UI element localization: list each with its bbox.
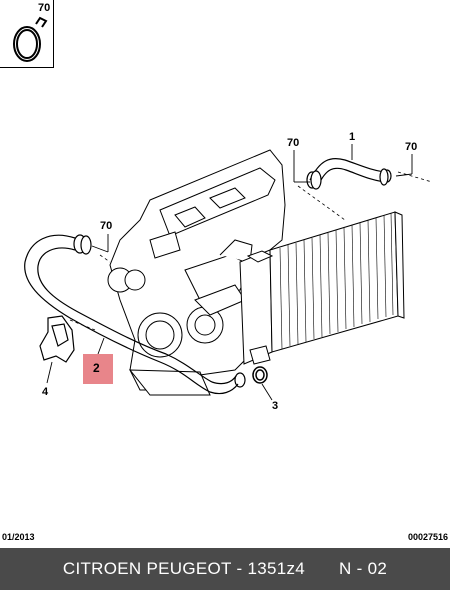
- footer-page: N - 02: [339, 559, 388, 578]
- hose-bracket: [39, 315, 75, 363]
- callout-70-upper-right: 70: [405, 141, 418, 153]
- inset-label: 70: [38, 2, 51, 14]
- callout-1: 1: [349, 131, 356, 143]
- callout-2: 2: [93, 361, 100, 375]
- engine-block: [107, 149, 286, 396]
- lower-hose: [24, 234, 246, 395]
- upper-hose: [306, 158, 392, 189]
- radiator: [239, 211, 405, 365]
- leader-lines: [46, 144, 413, 401]
- footer-bar: CITROEN PEUGEOT - 1351z4 N - 02: [0, 548, 450, 590]
- seal-ring: [252, 366, 268, 384]
- hose-clamps: [80, 168, 389, 255]
- catalog-date: 01/2013: [2, 532, 35, 542]
- hose-clamp-icon: [13, 16, 48, 62]
- callout-70-left: 70: [100, 220, 113, 232]
- catalog-ref: 00027516: [407, 532, 448, 542]
- callout-3: 3: [272, 400, 279, 412]
- footer-title: CITROEN PEUGEOT - 1351z4: [62, 559, 306, 578]
- radiator-fins: [279, 212, 394, 350]
- inset-frame: [0, 0, 54, 68]
- highlighted-part-marker: [83, 354, 113, 384]
- callout-70-upper-left: 70: [287, 137, 300, 149]
- parts-diagram: [13, 16, 433, 401]
- callout-4: 4: [42, 386, 49, 398]
